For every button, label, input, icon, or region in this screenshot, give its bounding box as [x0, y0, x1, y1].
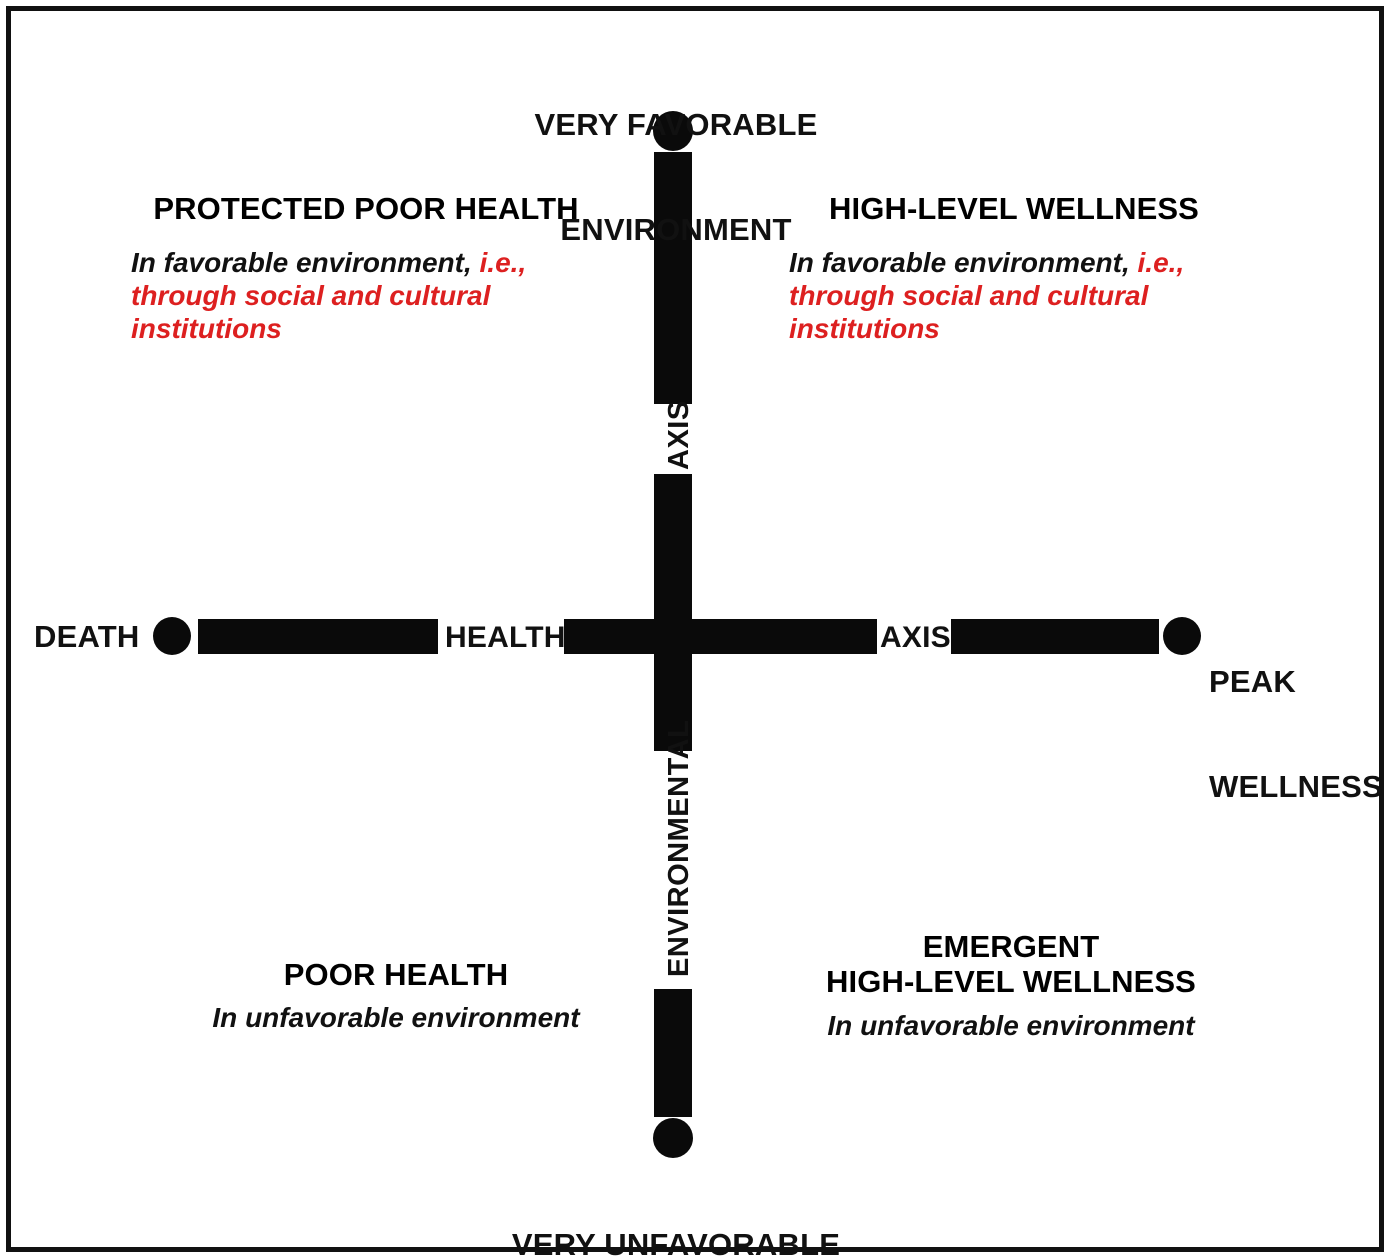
quadrant-top-right-subtitle-red: i.e., through social and cultural instit… — [789, 247, 1185, 345]
vertical-axis-label-environmental: ENVIRONMENTAL — [663, 719, 695, 977]
vertical-axis-segment-mid-upper — [654, 474, 692, 621]
vertical-axis-label-axis: AXIS — [663, 400, 695, 470]
horizontal-axis-left-endpoint-dot — [153, 617, 191, 655]
quadrant-top-left-title: PROTECTED POOR HEALTH — [153, 191, 579, 226]
quadrant-bottom-right-title: EMERGENT HIGH-LEVEL WELLNESS — [766, 929, 1256, 1000]
vertical-axis-bottom-endpoint-dot — [653, 1118, 693, 1158]
vertical-axis-top-endpoint-dot — [653, 111, 693, 151]
vertical-axis-segment-upper — [654, 152, 692, 404]
quadrant-bottom-left-subtitle-black: In unfavorable environment — [212, 1002, 580, 1034]
right-endpoint-label-line-2: WELLNESS — [1209, 768, 1383, 804]
bottom-endpoint-label-line-1: VERY UNFAVORABLE — [511, 1227, 841, 1258]
quadrant-bottom-right-title-line-2: HIGH-LEVEL WELLNESS — [826, 964, 1196, 1000]
left-endpoint-label: DEATH — [34, 619, 140, 654]
horizontal-axis-label-axis: AXIS — [880, 621, 951, 654]
vertical-axis-segment-lower — [654, 989, 692, 1117]
quadrant-top-right-title: HIGH-LEVEL WELLNESS — [829, 191, 1199, 226]
right-endpoint-label: PEAK WELLNESS — [1209, 596, 1389, 874]
quadrant-top-right-subtitle: In favorable environment, i.e., through … — [789, 246, 1239, 345]
top-endpoint-label-line-2: ENVIRONMENT — [560, 211, 792, 247]
quadrant-bottom-right-title-line-1: EMERGENT — [922, 929, 1100, 964]
horizontal-axis-segment-left-outer — [198, 619, 438, 654]
quadrant-top-left: PROTECTED POOR HEALTH In favorable envir… — [131, 191, 601, 345]
diagram-frame: AXIS ENVIRONMENTAL HEALTH AXIS VERY FAVO… — [6, 6, 1384, 1258]
quadrant-bottom-left: POOR HEALTH In unfavorable environment — [156, 957, 636, 1034]
quadrant-top-left-subtitle-red: i.e., through social and cultural instit… — [131, 247, 527, 345]
top-endpoint-label-line-1: VERY FAVORABLE — [534, 107, 818, 143]
quadrant-top-left-subtitle: In favorable environment, i.e., through … — [131, 246, 601, 345]
top-endpoint-label: VERY FAVORABLE ENVIRONMENT — [456, 39, 896, 317]
quadrant-top-right-subtitle-black: In favorable environment, — [789, 247, 1138, 279]
quadrant-top-right: HIGH-LEVEL WELLNESS In favorable environ… — [789, 191, 1239, 345]
right-endpoint-label-line-1: PEAK — [1209, 664, 1296, 700]
quadrant-bottom-left-title: POOR HEALTH — [283, 957, 509, 992]
quadrant-bottom-right: EMERGENT HIGH-LEVEL WELLNESS In unfavora… — [766, 929, 1256, 1042]
horizontal-axis-segment-left-inner — [564, 619, 877, 654]
quadrant-bottom-right-subtitle-black: In unfavorable environment — [827, 1009, 1195, 1041]
horizontal-axis-segment-right-outer — [951, 619, 1159, 654]
vertical-axis-segment-mid-lower — [654, 652, 692, 751]
horizontal-axis-right-endpoint-dot — [1163, 617, 1201, 655]
horizontal-axis-label-health: HEALTH — [445, 621, 566, 654]
quadrant-top-left-subtitle-black: In favorable environment, — [131, 247, 480, 279]
quadrant-bottom-right-subtitle: In unfavorable environment — [766, 1009, 1256, 1042]
quadrant-bottom-left-subtitle: In unfavorable environment — [156, 1001, 636, 1034]
bottom-endpoint-label: VERY UNFAVORABLE ENVIRONMENT — [446, 1159, 906, 1258]
